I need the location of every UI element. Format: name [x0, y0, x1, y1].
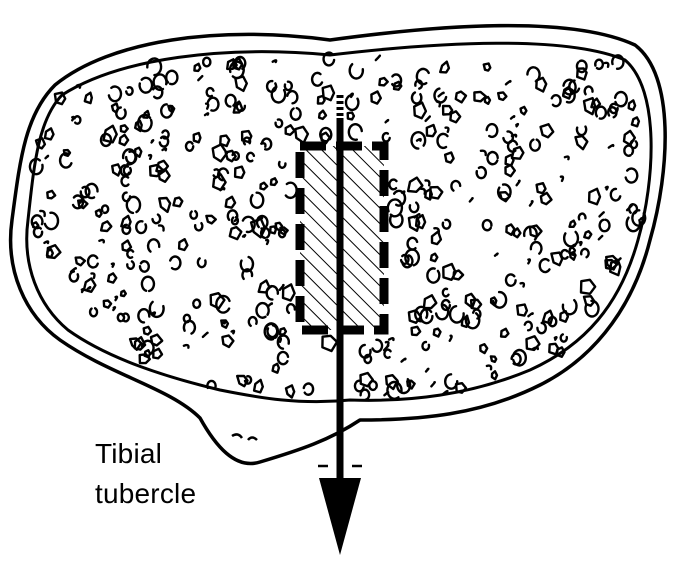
trabecula	[580, 242, 582, 245]
trabecula	[351, 94, 353, 97]
trabecula	[606, 187, 608, 190]
trabecula	[533, 347, 538, 349]
trabecula	[72, 117, 74, 120]
trabecula	[205, 113, 208, 115]
trabecula	[113, 307, 115, 310]
trabecula	[555, 337, 557, 340]
tibial-tubercle-label-line2: tubercle	[95, 480, 196, 508]
trabecula	[222, 322, 225, 324]
trabecula	[46, 156, 49, 158]
trabecula	[44, 241, 48, 243]
trabecula	[88, 287, 91, 289]
trabecula	[417, 139, 421, 141]
trabecula	[572, 245, 575, 247]
trabecula	[116, 297, 118, 300]
trabecula	[243, 235, 245, 237]
trabecula	[386, 120, 389, 122]
trabecula	[516, 124, 518, 126]
trabecula	[163, 149, 167, 151]
trabecula	[273, 60, 276, 62]
tibial-tubercle-label-line1: Tibial	[95, 440, 162, 468]
trabecula	[426, 369, 428, 372]
trabecula	[152, 140, 154, 142]
trabecula	[389, 338, 393, 340]
trabecula	[402, 191, 404, 193]
trabecula	[641, 218, 644, 220]
trabecula	[528, 259, 530, 263]
trabecula	[495, 254, 498, 256]
trabecula	[450, 336, 452, 341]
trabecula	[112, 264, 114, 267]
